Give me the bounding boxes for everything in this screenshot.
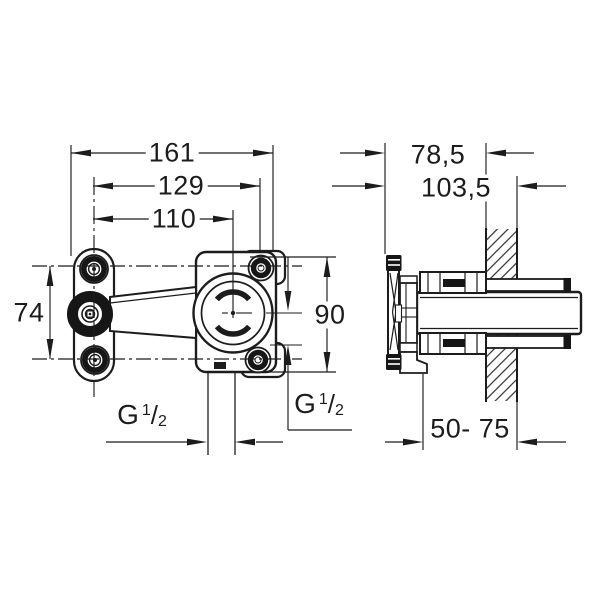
thread-slash: / xyxy=(150,400,159,430)
thread-numerator: 1 xyxy=(318,391,328,408)
adapter-block xyxy=(399,275,428,374)
outlet-notch xyxy=(214,362,226,369)
thread-slash: / xyxy=(327,389,336,419)
thread-numerator: 1 xyxy=(141,402,151,419)
dim-label-90: 90 xyxy=(311,301,349,329)
ear-screw-top xyxy=(247,254,275,282)
dim-label-129: 129 xyxy=(154,172,208,200)
dim-103-5 xyxy=(332,182,566,190)
thread-denominator: 2 xyxy=(335,402,344,419)
dim-label-74: 74 xyxy=(10,299,48,327)
dim-50-75 xyxy=(385,438,566,446)
dim-label-103-5: 103,5 xyxy=(417,174,495,202)
flange-plate xyxy=(386,255,403,370)
dim-74 xyxy=(46,266,54,359)
port-collar-bottom xyxy=(419,332,487,355)
side-view xyxy=(386,228,583,402)
bracket-grommet xyxy=(67,291,113,337)
leader-center xyxy=(284,257,292,430)
front-view xyxy=(67,247,302,455)
dim-label-50-75: 50- 75 xyxy=(427,415,513,443)
thread-left-leader xyxy=(106,438,283,446)
dim-label-78-5: 78,5 xyxy=(407,141,469,169)
dim-label-110: 110 xyxy=(148,205,200,233)
dim-label-161: 161 xyxy=(145,139,199,167)
thread-denominator: 2 xyxy=(158,413,167,430)
dim-78-5 xyxy=(340,149,534,157)
ear-screw-bottom xyxy=(244,346,272,374)
thread-letter: G xyxy=(117,399,139,430)
bracket-screw-bottom xyxy=(80,345,110,375)
port-collar-top xyxy=(419,271,487,294)
body-tube xyxy=(415,290,583,336)
thread-letter: G xyxy=(294,388,316,419)
body-slot-bottom xyxy=(214,324,252,337)
